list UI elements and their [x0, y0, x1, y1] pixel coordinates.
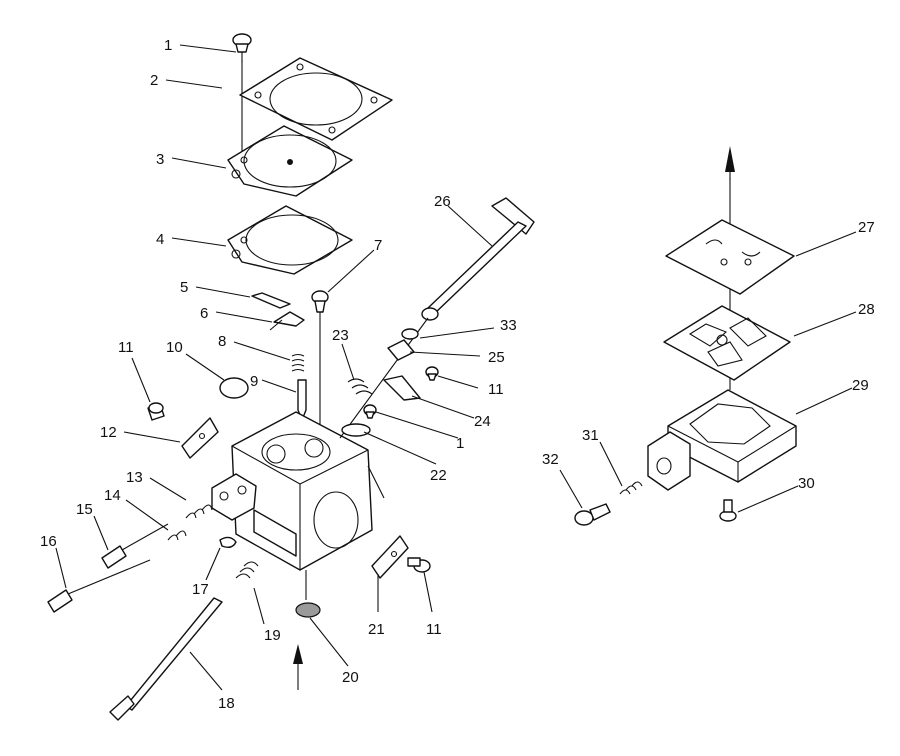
callout-21: 21	[368, 621, 385, 638]
callout-15: 15	[76, 501, 93, 518]
diaphragm-icon	[371, 535, 409, 579]
screw-icon	[232, 33, 252, 62]
leader-lines	[55, 44, 857, 691]
needle-icon	[297, 379, 307, 421]
spring-icon	[619, 481, 643, 495]
needle-icon	[251, 292, 291, 309]
needle-icon	[101, 523, 169, 569]
gasket-icon	[227, 205, 353, 275]
callout-19: 19	[264, 627, 281, 644]
diaphragm-icon	[181, 417, 219, 459]
carburetor-body-icon	[211, 411, 385, 571]
callout-32: 32	[542, 451, 559, 468]
spring-icon	[235, 561, 259, 579]
callout-11-right: 11	[488, 381, 504, 398]
callout-4: 4	[156, 231, 164, 248]
callout-28: 28	[858, 301, 875, 318]
callout-1-right: 1	[456, 435, 464, 452]
screw-icon	[407, 557, 431, 573]
arrow-up-icon	[725, 146, 735, 180]
callout-13: 13	[126, 469, 143, 486]
callout-16: 16	[40, 533, 57, 550]
callout-25: 25	[488, 349, 505, 366]
callout-5: 5	[180, 279, 188, 296]
callout-17: 17	[192, 581, 209, 598]
spring-icon	[347, 378, 373, 395]
pump-cover-icon	[647, 389, 797, 491]
callout-33: 33	[500, 317, 517, 334]
spring-icon	[185, 504, 213, 519]
callout-31: 31	[582, 427, 599, 444]
needle-icon	[383, 375, 421, 401]
spring-icon	[291, 353, 305, 372]
callout-11-bottom: 11	[426, 621, 442, 638]
callout-24: 24	[474, 413, 491, 430]
gasket-icon	[401, 328, 419, 340]
shaft-icon	[421, 197, 535, 321]
screw-icon	[363, 404, 377, 419]
callout-8: 8	[218, 333, 226, 350]
gasket-icon	[663, 305, 791, 381]
gasket-icon	[665, 219, 795, 295]
callout-27: 27	[858, 219, 875, 236]
callout-1: 1	[164, 37, 172, 54]
callout-6: 6	[200, 305, 208, 322]
spring-icon	[167, 530, 187, 541]
callout-26: 26	[434, 193, 451, 210]
needle-icon	[47, 559, 151, 613]
screw-icon	[311, 290, 329, 313]
callout-12: 12	[100, 424, 117, 441]
screw-icon	[574, 503, 611, 526]
shaft-icon	[109, 597, 223, 721]
filter-screen-icon	[219, 377, 249, 399]
callout-29: 29	[852, 377, 869, 394]
callout-2: 2	[150, 72, 158, 89]
callout-11: 11	[118, 339, 134, 356]
callout-3: 3	[156, 151, 164, 168]
screw-icon	[425, 366, 439, 381]
callout-22: 22	[430, 467, 447, 484]
gasket-icon	[239, 57, 393, 141]
callout-18: 18	[218, 695, 235, 712]
needle-icon	[269, 311, 305, 331]
arrow-up-icon	[293, 644, 303, 690]
filter-screen-icon	[295, 602, 321, 618]
callout-20: 20	[342, 669, 359, 686]
callout-30: 30	[798, 475, 815, 492]
callout-9: 9	[250, 373, 258, 390]
callout-7: 7	[374, 237, 382, 254]
screw-icon	[147, 402, 165, 421]
screw-icon	[719, 499, 737, 522]
diaphragm-icon	[227, 125, 353, 197]
callout-23: 23	[332, 327, 349, 344]
callout-14: 14	[104, 487, 121, 504]
callout-10: 10	[166, 339, 183, 356]
needle-icon	[219, 536, 237, 549]
gasket-icon	[341, 423, 371, 437]
